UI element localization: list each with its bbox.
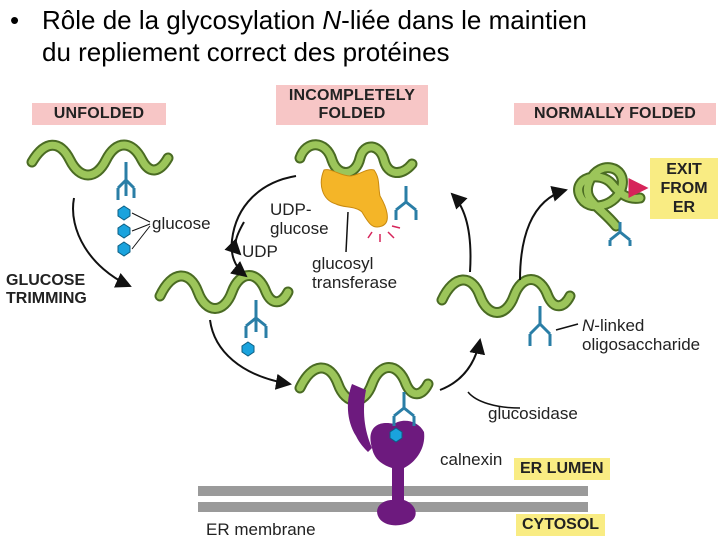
label-calnexin: calnexin [440, 450, 503, 469]
label-incompletely-folded: INCOMPLETELY FOLDED [276, 85, 428, 125]
label-incompletely-line-2: FOLDED [318, 105, 386, 122]
protein-one-glucose [154, 270, 294, 357]
incompletely-folded-protein [294, 139, 418, 178]
label-glucosyl-transferase: glucosyl transferase [312, 254, 397, 292]
udp-glucose-line-1: UDP- [270, 200, 312, 219]
transferase-sparks [367, 225, 401, 242]
normally-folded-protein [573, 162, 646, 246]
trimming-arrow [72, 197, 132, 288]
glucose-units [117, 205, 131, 257]
label-glucosidase: glucosidase [488, 404, 578, 423]
to-folded-arrow [519, 186, 568, 281]
glucosyl-line-1: glucosyl [312, 254, 374, 273]
glucosidase-arrow [439, 338, 486, 391]
label-glucose: glucose [152, 214, 211, 233]
reglucosylation-arrow [230, 175, 297, 278]
label-er-lumen: ER LUMEN [514, 458, 610, 480]
exit-line-2: FROM [660, 180, 708, 197]
udp-arrow [224, 221, 245, 256]
to-calnexin-arrow [209, 319, 292, 390]
label-normally-folded: NORMALLY FOLDED [514, 103, 716, 125]
n-linked-pointer [555, 323, 579, 331]
label-glucose-trimming: GLUCOSE TRIMMING [6, 272, 87, 308]
glucose-trimming-line-1: GLUCOSE [6, 272, 86, 289]
calnexin-protein [347, 384, 425, 526]
refold-arrow [450, 192, 472, 273]
title-bullet: • [10, 5, 20, 35]
n-linked-italic: N [582, 316, 595, 335]
oligosaccharide-3-glucose [116, 162, 136, 200]
exit-line-3: ER [672, 199, 696, 216]
title-line-1: Rôle de la glycosylation N-liée dans le … [42, 4, 587, 36]
label-cytosol: CYTOSOL [516, 514, 606, 536]
oligosaccharide-line: oligosaccharide [582, 335, 701, 354]
label-udp-glucose: UDP- glucose [270, 200, 329, 238]
label-udp: UDP [242, 242, 278, 261]
unfolded-protein [26, 139, 174, 181]
label-n-linked-oligosaccharide: N-linked oligosaccharide [582, 316, 700, 354]
title-line-1-post: -liée dans le maintien [341, 5, 587, 35]
protein-on-calnexin [294, 362, 434, 406]
glucosyl-pointer [345, 211, 349, 253]
protein-no-glucose [436, 274, 576, 346]
udp-glucose-line-2: glucose [270, 219, 329, 238]
n-linked-rest: -linked [594, 316, 645, 335]
title-line-2: du repliement correct des protéines [42, 37, 450, 67]
label-er-membrane: ER membrane [206, 520, 316, 539]
exit-line-1: EXIT [666, 161, 702, 178]
title-line-1-pre: Rôle de la glycosylation [42, 5, 323, 35]
oligosaccharide-calnexin [392, 392, 416, 426]
title-line-1-italic: N [322, 5, 342, 35]
n-linked-line-1: N-linked [582, 316, 700, 335]
glucose-calnexin [389, 427, 403, 443]
label-exit-from-er: EXIT FROM ER [650, 158, 718, 219]
glucosidase-pointer [467, 391, 521, 409]
glucosyl-transferase [320, 169, 388, 228]
glucose-pointers [131, 212, 151, 250]
label-unfolded: UNFOLDED [32, 103, 166, 125]
glucosyl-line-2: transferase [312, 273, 398, 292]
glucose-trimming-line-2: TRIMMING [6, 290, 87, 307]
label-incompletely-line-1: INCOMPLETELY [288, 87, 416, 104]
incomplete-oligosaccharide [394, 186, 418, 220]
